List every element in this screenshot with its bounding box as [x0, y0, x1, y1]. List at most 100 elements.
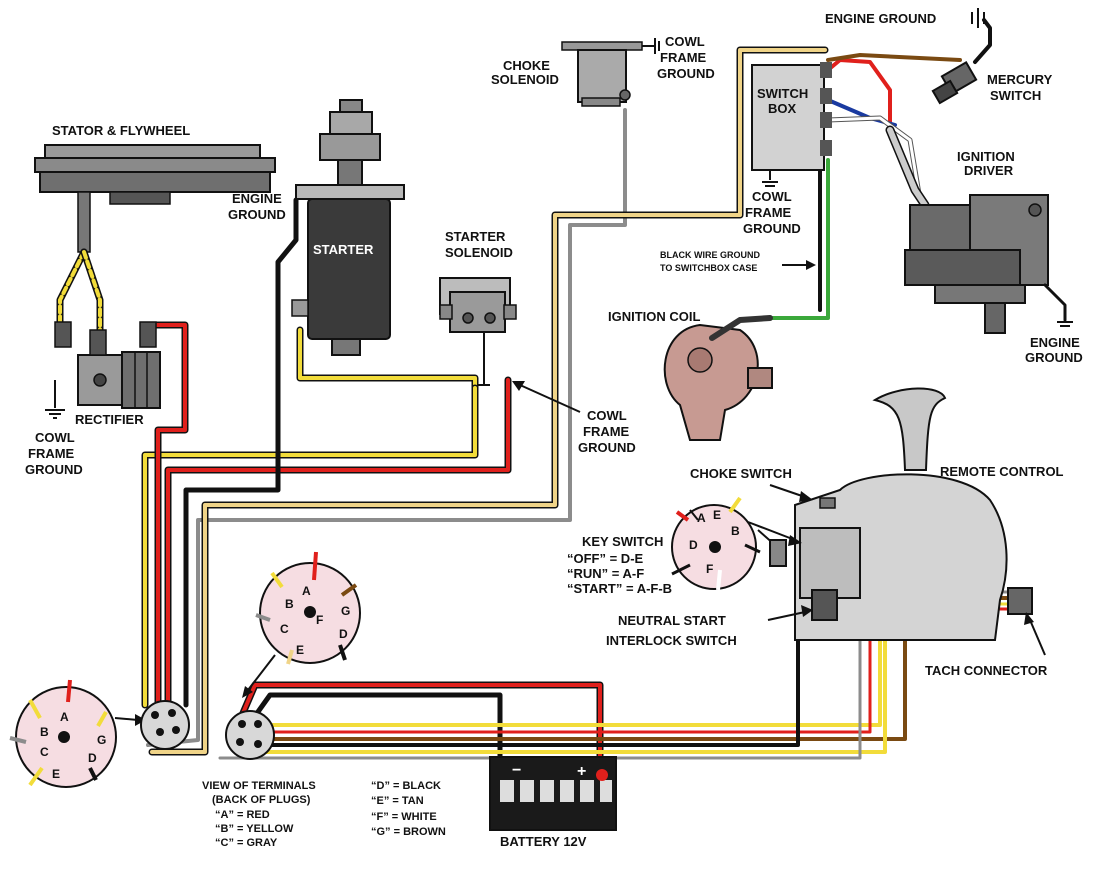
switch-box: [751, 62, 832, 187]
cowl-ground-left-label-2: FRAME: [28, 446, 75, 461]
switch-box-label-2: BOX: [768, 101, 797, 116]
connector-main-end: [225, 710, 275, 760]
legend-f: “F” = WHITE: [371, 811, 437, 823]
terminals-label-2: (BACK OF PLUGS): [212, 794, 311, 806]
ignition-coil: [663, 315, 773, 441]
key-switch-plug: [671, 496, 761, 591]
legend-e: “E” = TAN: [371, 795, 424, 807]
neutral-label-1: NEUTRAL START: [618, 613, 726, 628]
cowl-ground-left-label-1: COWL: [35, 430, 75, 445]
main-pin-c: C: [280, 622, 289, 636]
stator-label: STATOR & FLYWHEEL: [52, 123, 190, 138]
choke-switch-label: CHOKE SWITCH: [690, 466, 792, 481]
choke-solenoid: [561, 38, 660, 107]
legend-d: “D” = BLACK: [371, 780, 441, 792]
key-start-label: “START” = A-F-B: [567, 581, 672, 596]
mercury-switch: [931, 60, 978, 105]
engine-ground-top-label: ENGINE GROUND: [825, 11, 936, 26]
left-pin-e: E: [52, 767, 60, 781]
left-pin-b: B: [40, 725, 49, 739]
starter-solenoid: [439, 277, 517, 385]
switch-box-label-1: SWITCH: [757, 86, 808, 101]
wire-harness-black: [242, 692, 503, 768]
legend-c: “C” = GRAY: [215, 837, 278, 849]
ignition-coil-label: IGNITION COIL: [608, 309, 701, 324]
main-pin-g: G: [341, 604, 350, 618]
cowl-ground-mid-label-2: FRAME: [583, 424, 630, 439]
starter-motor: [291, 99, 405, 356]
engine-ground-right-label-2: GROUND: [1025, 350, 1083, 365]
key-run-label: “RUN” = A-F: [567, 566, 644, 581]
cowl-ground-top-label-3: GROUND: [657, 66, 715, 81]
choke-solenoid-label-2: SOLENOID: [491, 72, 559, 87]
black-wire-note-2: TO SWITCHBOX CASE: [660, 263, 757, 273]
cowl-ground-sb-label-3: GROUND: [743, 221, 801, 236]
ignition-driver-label-2: DRIVER: [964, 163, 1014, 178]
black-wire-note-1: BLACK WIRE GROUND: [660, 250, 760, 260]
battery: [489, 756, 617, 831]
left-plug-arrow: [114, 714, 146, 726]
left-pin-d: D: [88, 751, 97, 765]
wire-brown-mercury: [826, 53, 962, 62]
main-pin-b: B: [285, 597, 294, 611]
main-pin-e: E: [296, 643, 304, 657]
cowl-ground-top-label-2: FRAME: [660, 50, 707, 65]
connector-left-end: [140, 700, 190, 750]
wire-harness-run-3: [248, 598, 907, 741]
cowl-ground-top-label-1: COWL: [665, 34, 705, 49]
cowl-ground-left-label-3: GROUND: [25, 462, 83, 477]
neutral-arrow: [767, 605, 813, 621]
rectifier-label: RECTIFIER: [75, 412, 144, 427]
starter-solenoid-label-2: SOLENOID: [445, 245, 513, 260]
wire-green-ground: [763, 158, 830, 320]
terminals-label-1: VIEW OF TERMINALS: [202, 780, 316, 792]
key-switch-body: [769, 539, 787, 567]
key-off-label: “OFF” = D-E: [567, 551, 644, 566]
battery-minus: −: [512, 762, 521, 779]
left-pin-g: G: [97, 733, 106, 747]
remote-control: [794, 387, 1033, 641]
harness-plug-left: [9, 679, 117, 788]
cowl-ground-sb-label-2: FRAME: [745, 205, 792, 220]
ignition-driver-label-1: IGNITION: [957, 149, 1015, 164]
cowl-ground-mid-label-1: COWL: [587, 408, 627, 423]
battery-plus: +: [577, 763, 586, 780]
main-pin-a: A: [302, 584, 311, 598]
remote-control-label: REMOTE CONTROL: [940, 464, 1064, 479]
ignition-driver: [885, 125, 1073, 334]
key-pin-b: B: [731, 524, 740, 538]
tach-arrow: [1024, 612, 1046, 656]
mercury-switch-label-1: MERCURY: [987, 72, 1053, 87]
left-pin-c: C: [40, 745, 49, 759]
main-pin-f: F: [316, 613, 323, 627]
mercury-switch-label-2: SWITCH: [990, 88, 1041, 103]
rectifier: [45, 321, 161, 419]
wire-red-switchbox: [826, 58, 892, 132]
harness-plug-main: [255, 551, 361, 665]
engine-ground-right-label-1: ENGINE: [1030, 335, 1080, 350]
choke-solenoid-label-1: CHOKE: [503, 58, 550, 73]
wire-red-solenoid: [164, 376, 512, 709]
wire-black-ground: [183, 197, 299, 708]
left-pin-a: A: [60, 710, 69, 724]
legend-g: “G” = BROWN: [371, 826, 446, 838]
key-pin-d: D: [689, 538, 698, 552]
tach-label: TACH CONNECTOR: [925, 663, 1048, 678]
legend-b: “B” = YELLOW: [215, 823, 294, 835]
cowl-ground-sb-label-1: COWL: [752, 189, 792, 204]
legend-a: “A” = RED: [215, 809, 270, 821]
black-wire-note-arrow: [782, 260, 816, 270]
battery-label: BATTERY 12V: [500, 834, 587, 849]
main-pin-d: D: [339, 627, 348, 641]
key-pin-e: E: [713, 508, 721, 522]
engine-ground-starter-label-2: GROUND: [228, 207, 286, 222]
engine-ground-top: [971, 8, 992, 64]
engine-ground-starter-label-1: ENGINE: [232, 191, 282, 206]
choke-switch-arrow: [769, 484, 813, 502]
neutral-label-2: INTERLOCK SWITCH: [606, 633, 737, 648]
key-pin-a: A: [697, 511, 706, 525]
main-plug-arrow: [242, 654, 276, 698]
wire-gray-choke: [146, 108, 627, 747]
